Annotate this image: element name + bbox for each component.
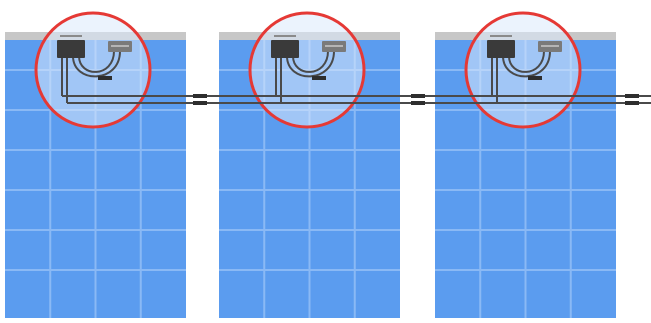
junction-box-icon <box>487 40 515 58</box>
mc4-connector-icon <box>312 76 326 80</box>
string-cable-layer <box>62 94 651 105</box>
device-label-mark <box>274 35 296 37</box>
mc4-connector-icon <box>625 101 639 105</box>
device-label-mark <box>490 35 512 37</box>
panel-devices <box>57 35 132 103</box>
highlight-circle <box>248 11 366 129</box>
device-label-mark <box>60 35 82 37</box>
mc4-connector-icon <box>98 76 112 80</box>
optimizer-label-mark <box>541 45 559 47</box>
optimizer-loop-cable <box>502 50 551 78</box>
mc4-connector-icon <box>193 94 207 98</box>
junction-box-icon <box>57 40 85 58</box>
highlight-layer <box>34 11 582 129</box>
panel-devices <box>487 35 562 103</box>
optimizer-loop-cable <box>292 50 329 73</box>
optimizer-loop-cable <box>78 50 115 73</box>
device-layer <box>57 35 562 103</box>
mc4-connector-icon <box>411 94 425 98</box>
mc4-connector-icon <box>528 76 542 80</box>
mc4-connector-icon <box>411 101 425 105</box>
mc4-connector-icon <box>193 101 207 105</box>
optimizer-label-mark <box>111 45 129 47</box>
optimizer-loop-cable <box>508 50 545 73</box>
panel-devices <box>271 35 346 103</box>
junction-box-icon <box>271 40 299 58</box>
mc4-connector-icon <box>625 94 639 98</box>
string-cables <box>62 94 651 105</box>
highlight-circle <box>464 11 582 129</box>
optimizer-label-mark <box>325 45 343 47</box>
optimizer-loop-cable <box>286 50 335 78</box>
highlight-circle <box>34 11 152 129</box>
optimizer-loop-cable <box>72 50 121 78</box>
